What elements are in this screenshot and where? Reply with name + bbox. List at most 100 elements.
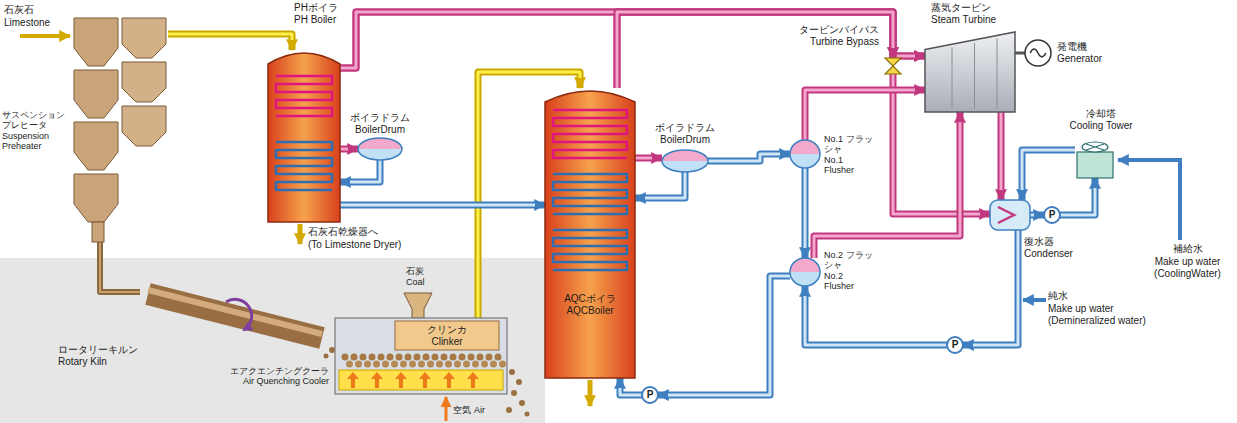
condenser-symbol — [990, 200, 1030, 230]
pipe-outline — [1030, 212, 1044, 219]
cooling-tower: 冷却塔Cooling Tower — [1075, 140, 1115, 178]
node-label: 復水器 — [1024, 236, 1088, 248]
cyclone-stage — [74, 122, 118, 170]
pump-body — [1044, 207, 1060, 223]
water-pipe — [805, 286, 947, 345]
clinker-ball — [495, 354, 502, 361]
pipe-outline — [1015, 52, 1025, 55]
air-flow-arrow — [371, 372, 383, 388]
steam-pipe — [805, 90, 925, 140]
air-arrow — [445, 397, 448, 421]
cyclone-stage — [74, 70, 118, 118]
callout-label: 石灰石 — [4, 4, 34, 16]
pipe-outline — [998, 112, 1005, 200]
text-holder: ロータリーキルンRotary Kiln — [58, 344, 150, 367]
pipe-core — [1060, 188, 1095, 215]
pipe-core — [340, 204, 535, 207]
clinker-ball — [364, 361, 371, 368]
node-label: クリンカ — [427, 324, 467, 336]
text-holder: ボイラドラムBoilerDrum — [649, 122, 721, 145]
node-label: P — [1049, 209, 1056, 221]
boiler-shell — [268, 53, 340, 222]
material-chute — [100, 242, 140, 292]
clinker-ball — [414, 354, 421, 361]
kiln-shell — [148, 294, 322, 338]
pipe-outline — [617, 12, 925, 88]
water-pipe — [963, 230, 1018, 345]
clinker-ball — [418, 361, 425, 368]
node-label: 発電機 — [1057, 41, 1121, 53]
node-sublabel: Condenser — [1024, 248, 1088, 260]
label-holder: Make up water (Demineralized water) — [1048, 303, 1163, 326]
pump: P — [642, 387, 658, 403]
heat-exchanger-coil — [553, 230, 627, 270]
water-pipe — [635, 172, 685, 198]
text-holder: 発電機Generator — [1057, 41, 1121, 64]
flash-tank: No.1 フラッシャNo.1 Flusher — [790, 140, 820, 168]
exhaust-gas-duct — [168, 34, 292, 50]
air-flow-arrow — [443, 372, 455, 388]
water-pipe — [340, 205, 545, 206]
flusher-symbol — [790, 258, 820, 286]
node-sublabel: BoilerDrum — [344, 124, 416, 136]
flusher-vessel — [790, 140, 820, 168]
pipe-outline — [340, 146, 358, 153]
drum-symbol — [662, 150, 708, 172]
turbine-casing — [925, 32, 1015, 112]
fan-blades — [1086, 144, 1104, 150]
air-flow-arrow — [419, 372, 431, 388]
boiler-vessel: AQCボイラAQCBoiler — [545, 88, 635, 378]
clinker-cooler: エアクエンチングクーラAir Quenching CoolerクリンカClink… — [335, 318, 507, 394]
clinker-ball — [360, 354, 367, 361]
label-holder: 石灰石乾燥器へ — [308, 226, 378, 238]
boiler-drum: ボイラドラムBoilerDrum — [358, 138, 402, 160]
label-holder: 石灰石 — [4, 4, 34, 16]
preheater-tower: サスペンション プレヒータSuspension Preheater — [72, 18, 168, 242]
exhaust-gas-arrow — [588, 380, 593, 406]
pipe-core — [1000, 112, 1003, 190]
water-pipe — [620, 378, 642, 395]
clinker-ball — [387, 354, 394, 361]
text-holder: 冷却塔Cooling Tower — [1063, 108, 1139, 131]
bypass-valve: タービンバイパスTurbine Bypass — [885, 58, 901, 74]
pipe-outline — [963, 230, 1018, 345]
boiler-drum: ボイラドラムBoilerDrum — [662, 150, 708, 172]
clinker-ball — [427, 361, 434, 368]
ac-symbol — [1030, 49, 1046, 57]
text-holder: P — [947, 337, 963, 353]
heat-exchanger-coil — [276, 142, 332, 190]
pipe-core — [340, 148, 348, 151]
label-holder: 空気 — [453, 405, 471, 415]
clinker-ball — [472, 361, 479, 368]
callout-label: Air — [474, 405, 485, 415]
water-pipe — [708, 154, 790, 161]
node-sublabel: Steam Turbine — [931, 14, 1021, 26]
turbine-stage — [974, 43, 975, 109]
pipe-outline — [617, 12, 893, 88]
generator-symbol — [1025, 40, 1051, 66]
air-flow-arrow — [395, 372, 407, 388]
clinker-ball — [481, 361, 488, 368]
node-label: PHボイラ — [294, 2, 354, 14]
pipe-core — [1022, 150, 1075, 190]
text-holder: No.2 フラッシャNo.2 Flusher — [824, 250, 874, 291]
limestone-feed-arrow — [20, 34, 70, 38]
clinker-ball — [486, 354, 493, 361]
air-flow-arrow — [467, 372, 479, 388]
condenser: 復水器Condenser — [990, 200, 1030, 230]
pipe-core — [617, 12, 915, 88]
pipe-core — [350, 160, 380, 182]
text-holder: PHボイラPH Boiler — [294, 2, 354, 25]
steam-pipe — [1001, 112, 1002, 200]
node-label: サスペンション プレヒータ — [2, 110, 68, 131]
node-sublabel: Cooling Tower — [1063, 120, 1139, 132]
drum-vessel — [358, 138, 402, 160]
node-label: ボイラドラム — [344, 112, 416, 124]
text-holder: サスペンション プレヒータSuspension Preheater — [2, 110, 68, 151]
callout-label: 補給水 — [1140, 243, 1235, 255]
steam-pipe — [635, 158, 662, 159]
clinker-ball — [454, 361, 461, 368]
text-holder: No.1 フラッシャNo.1 Flusher — [824, 134, 874, 175]
flash-tank: No.2 フラッシャNo.2 Flusher — [790, 258, 820, 286]
pipe-core — [804, 168, 807, 248]
